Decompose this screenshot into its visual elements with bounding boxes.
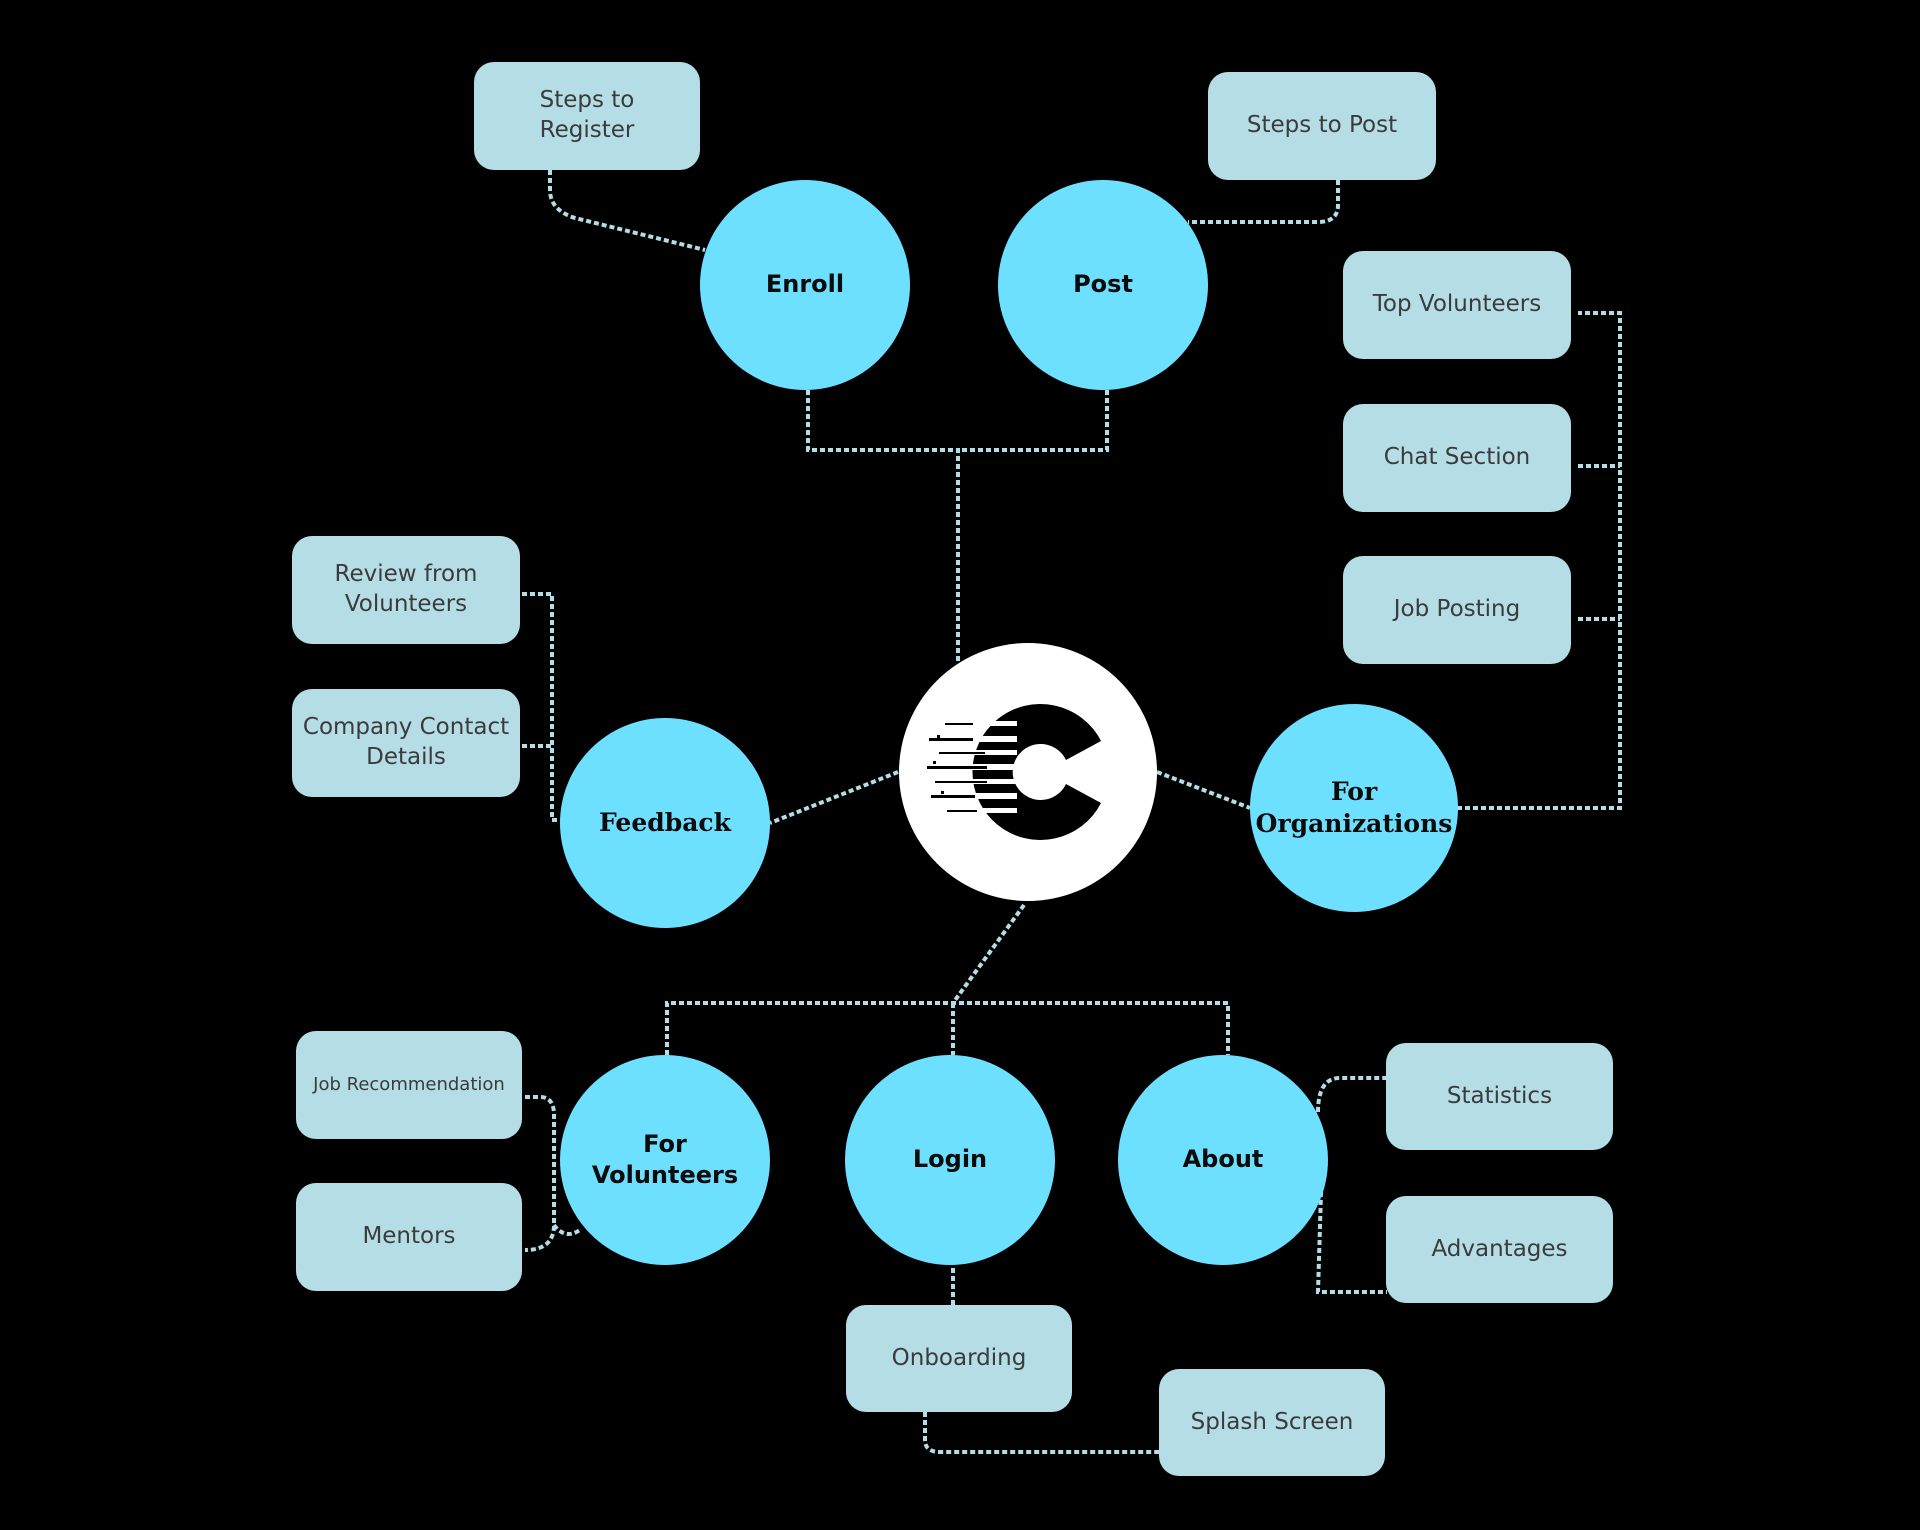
connector-hub-bottom bbox=[951, 903, 1026, 1005]
node-for-volunteers[interactable]: For Volunteers bbox=[560, 1055, 770, 1265]
node-feedback[interactable]: Feedback bbox=[560, 718, 770, 928]
connector-volunteers-bracket bbox=[524, 1095, 556, 1252]
box-chat-section[interactable]: Chat Section bbox=[1343, 404, 1571, 512]
box-review-from-volunteers[interactable]: Review from Volunteers bbox=[292, 536, 520, 644]
connector-feedback-bracket bbox=[522, 592, 560, 822]
box-job-posting[interactable]: Job Posting bbox=[1343, 556, 1571, 664]
connector-organizations-bracket bbox=[1457, 311, 1622, 810]
box-mentors[interactable]: Mentors bbox=[296, 1183, 522, 1291]
box-company-contact-details[interactable]: Company Contact Details bbox=[292, 689, 520, 797]
node-login[interactable]: Login bbox=[845, 1055, 1055, 1265]
central-hub bbox=[899, 643, 1157, 901]
connector-about-bracket bbox=[1316, 1076, 1387, 1113]
box-splash-screen[interactable]: Splash Screen bbox=[1159, 1369, 1385, 1476]
connector-hub-feedback bbox=[769, 770, 899, 825]
connector-post-hub bbox=[958, 390, 1109, 452]
connector-register-enroll bbox=[548, 170, 706, 252]
box-statistics[interactable]: Statistics bbox=[1386, 1043, 1613, 1150]
box-onboarding[interactable]: Onboarding bbox=[846, 1305, 1072, 1412]
connector-onboarding-splash bbox=[923, 1412, 1160, 1454]
box-advantages[interactable]: Advantages bbox=[1386, 1196, 1613, 1303]
box-steps-to-post[interactable]: Steps to Post bbox=[1208, 72, 1436, 180]
node-enroll[interactable]: Enroll bbox=[700, 180, 910, 390]
node-for-organizations[interactable]: For Organizations bbox=[1250, 704, 1458, 912]
connector-hub-organizations bbox=[1156, 770, 1251, 810]
node-post[interactable]: Post bbox=[998, 180, 1208, 390]
node-about[interactable]: About bbox=[1118, 1055, 1328, 1265]
box-steps-to-register[interactable]: Steps to Register bbox=[474, 62, 700, 170]
connector-enroll-hub bbox=[806, 390, 960, 663]
box-top-volunteers[interactable]: Top Volunteers bbox=[1343, 251, 1571, 359]
brand-logo-c-icon bbox=[917, 704, 1101, 840]
connector-steps-post bbox=[1188, 180, 1340, 224]
box-job-recommendation[interactable]: Job Recommendation bbox=[296, 1031, 522, 1139]
